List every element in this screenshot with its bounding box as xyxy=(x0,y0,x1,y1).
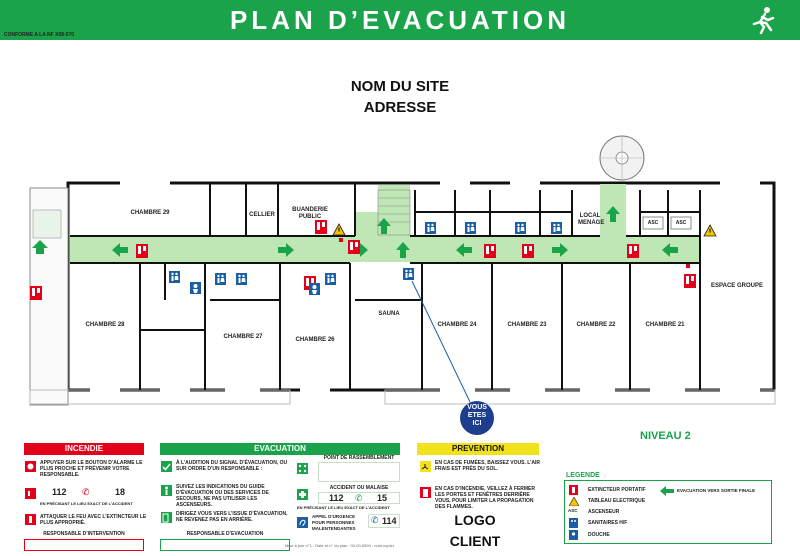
prevention-header: PREVENTION xyxy=(417,443,539,455)
evacuation-item-1: À L’AUDITION DU SIGNAL D’ÉVACUATION, OU … xyxy=(176,460,288,472)
rassemblement-label: POINT DE RASSEMBLEMENT xyxy=(323,455,395,461)
site-name: NOM DU SITE xyxy=(350,78,450,95)
incendie-numbers: 112 ✆ 18 xyxy=(40,487,150,497)
room-buanderie: BUANDERIE PUBLIC xyxy=(292,207,328,220)
legend-extincteur: EXTINCTEUR PORTATIF xyxy=(588,487,646,493)
accident-precision: EN PRÉCISANT LE LIEU EXACT DE L’ACCIDENT xyxy=(297,505,390,510)
running-man-icon xyxy=(752,7,775,35)
incendie-precision: EN PRÉCISANT LE LIEU EXACT DE L’ACCIDENT xyxy=(40,501,133,506)
legend-box xyxy=(564,480,772,544)
legend-title: LEGENDE xyxy=(566,472,600,479)
logo-line1: LOGO xyxy=(454,512,496,528)
legend-toilet-icon xyxy=(569,518,578,528)
room-chambre-28: CHAMBRE 28 xyxy=(85,322,125,328)
room-chambre-22: CHAMBRE 22 xyxy=(576,322,616,328)
page-title: PLAN D’EVACUATION xyxy=(229,5,571,35)
responsable-evacuation-box xyxy=(160,539,290,551)
legend-evac-arrow-icon xyxy=(660,486,674,496)
room-cellier: CELLIER xyxy=(249,212,275,218)
exit-door-icon xyxy=(161,512,172,523)
incendie-item-1: APPUYER SUR LE BOUTON D’ALARME LE PLUS P… xyxy=(40,460,143,478)
accident-number-15: 15 xyxy=(377,493,388,503)
appel-malentendants-label: APPEL D’URGENCE POUR PERSONNES MALENTEND… xyxy=(312,514,356,531)
incendie-item-3: ATTAQUER LE FEU AVEC L’EXTINCTEUR LE PLU… xyxy=(40,514,147,526)
legend-shower-icon xyxy=(569,530,578,540)
legend-warning-icon xyxy=(569,497,579,506)
extinguisher-icon xyxy=(25,514,36,525)
legend-tableau: TABLEAU ELECTRIQUE xyxy=(588,498,646,504)
phone-blue-icon: ✆ xyxy=(371,515,379,525)
niveau-label: NIVEAU 2 xyxy=(640,430,691,442)
you-are-here-marker: VOUS ETES ICI xyxy=(460,404,494,428)
prevention-item-1: EN CAS DE FUMÉES, BAISSEZ VOUS. L’AIR FR… xyxy=(435,460,541,472)
evacuation-item-2: SUIVEZ LES INDICATIONS DU GUIDE D’ÉVACUA… xyxy=(176,484,269,508)
site-address: ADRESSE xyxy=(363,99,437,116)
responsable-intervention-box xyxy=(24,539,144,551)
phone-green-icon: ✆ xyxy=(355,493,363,503)
room-chambre-24: CHAMBRE 24 xyxy=(437,322,477,328)
appel-box: ✆ 114 xyxy=(368,514,400,528)
you-are-here-line3: ICI xyxy=(472,420,482,427)
room-sauna: SAUNA xyxy=(378,311,400,317)
room-chambre-27: CHAMBRE 27 xyxy=(223,334,263,340)
you-are-here-line2: ETES xyxy=(467,412,487,419)
room-asc-2: ASC xyxy=(675,220,687,226)
accident-number-112: 112 xyxy=(329,493,344,503)
fire-door-icon xyxy=(420,487,431,498)
room-espace-groupe: ESPACE GROUPE xyxy=(711,283,763,289)
phone-icon: ✆ xyxy=(82,487,90,497)
accident-label: ACCIDENT OU MALAISE xyxy=(329,485,389,491)
legend-douche: DOUCHE xyxy=(588,532,610,538)
prevention-item-2: EN CAS D’INCENDIE, VEILLEZ À FERMER LES … xyxy=(435,486,536,510)
legend-sanitaires: SANITAIRES H/F xyxy=(588,520,628,526)
evacuation-header: EVACUATION xyxy=(160,443,400,455)
legend-ascenseur: ASCENSEUR xyxy=(588,509,620,515)
incendie-number-18: 18 xyxy=(115,487,126,497)
alarm-button-icon xyxy=(25,461,36,472)
room-asc-1: ASC xyxy=(647,220,659,226)
assembly-point-icon xyxy=(297,463,308,474)
you-are-here-line1: VOUS xyxy=(467,404,487,411)
smoke-crawl-icon xyxy=(420,461,431,472)
appel-number-114: 114 xyxy=(382,516,397,526)
evacuation-item-3: DIRIGEZ VOUS VERS L’ISSUE D’ÉVACUATION, … xyxy=(176,511,288,523)
room-local-menage: LOCAL MENAGE xyxy=(578,213,605,226)
check-icon xyxy=(161,461,172,472)
legend-asc-icon: ASC xyxy=(568,508,578,513)
responsable-intervention-label: RESPONSABLE D’INTERVENTION xyxy=(43,531,125,537)
responsable-evacuation-label: RESPONSABLE D’EVACUATION xyxy=(186,531,264,537)
incendie-number-112: 112 xyxy=(52,487,67,497)
hearing-impaired-icon xyxy=(297,517,308,528)
room-chambre-23: CHAMBRE 23 xyxy=(507,322,547,328)
room-chambre-26: CHAMBRE 26 xyxy=(295,337,335,343)
header-bar xyxy=(0,0,800,40)
footer-note: Mise à jour n°1 - Date et n° du plan : 0… xyxy=(285,543,395,548)
legend-extinguisher-icon xyxy=(569,485,578,495)
accident-box: 112 ✆ 15 xyxy=(318,492,400,504)
norm-label: CONFORME A LA NF X08-070 xyxy=(4,32,75,38)
incendie-header: INCENDIE xyxy=(24,443,144,455)
logo-line2: CLIENT xyxy=(449,533,501,549)
phone-fire-icon xyxy=(25,488,36,499)
legend-evac-direction: EVACUATION VERS SORTIE FINALE xyxy=(677,488,756,493)
room-chambre-21: CHAMBRE 21 xyxy=(645,322,685,328)
first-aid-icon xyxy=(297,489,308,500)
rassemblement-box xyxy=(318,462,400,482)
room-chambre-29: CHAMBRE 29 xyxy=(130,210,170,216)
guide-icon xyxy=(161,485,172,496)
